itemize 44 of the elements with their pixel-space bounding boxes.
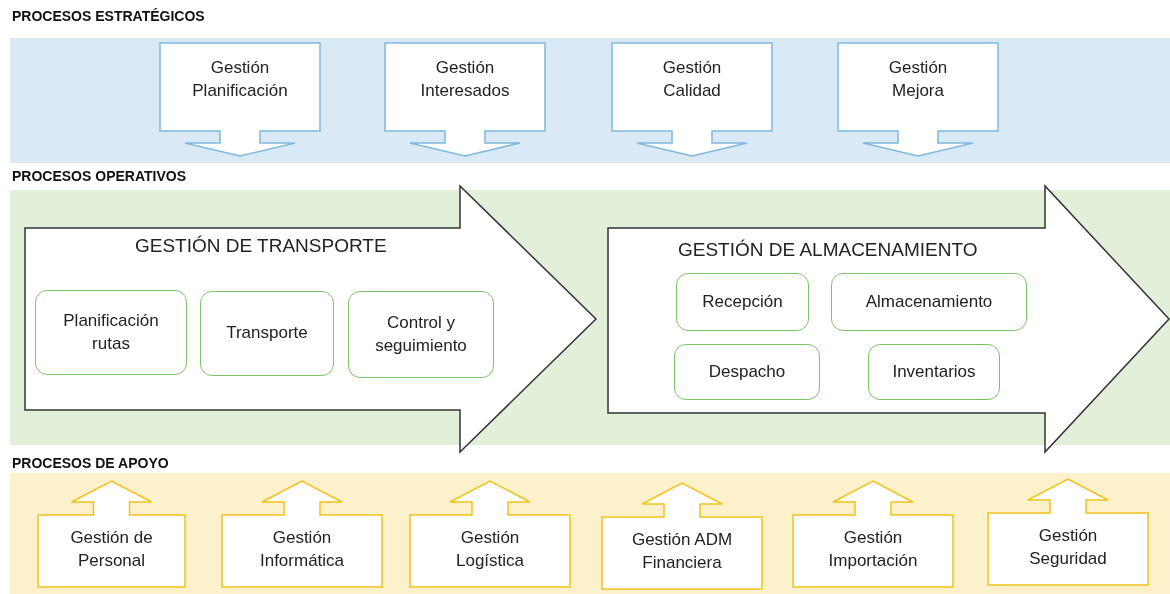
process-band — [10, 8, 1170, 163]
process-label: Inventarios — [891, 360, 977, 383]
callout-label: Gestión Interesados — [419, 57, 511, 102]
process-box — [676, 273, 809, 331]
up-arrow-callout — [410, 480, 570, 587]
band-heading: PROCESOS DE APOYO — [12, 455, 169, 471]
up-arrow-callout — [793, 480, 953, 587]
process-label: Planificación rutas — [62, 309, 160, 355]
process-box — [348, 291, 494, 378]
process-box — [674, 344, 820, 400]
up-arrow-callout — [602, 482, 762, 589]
down-arrow-callout — [160, 43, 320, 158]
up-arrow-callout — [38, 480, 185, 587]
callout-label: Gestión Logística — [454, 527, 525, 572]
callout-label: Gestión Importación — [827, 527, 919, 572]
callout-label: Gestión Mejora — [887, 57, 949, 102]
callout-label: Gestión de Personal — [69, 527, 154, 572]
process-band — [10, 168, 1170, 453]
up-arrow-callout — [988, 478, 1148, 585]
arrow-title: GESTIÓN DE ALMACENAMIENTO — [678, 238, 978, 262]
arrow-title: GESTIÓN DE TRANSPORTE — [135, 234, 387, 258]
process-box — [35, 290, 187, 375]
process-label: Recepción — [701, 290, 784, 313]
band-heading: PROCESOS OPERATIVOS — [12, 168, 186, 184]
process-arrow — [608, 185, 1170, 453]
process-box — [831, 273, 1027, 331]
down-arrow-callout — [612, 43, 772, 158]
process-box — [200, 291, 334, 376]
down-arrow-callout — [385, 43, 545, 158]
callout-label: Gestión Seguridad — [1028, 525, 1108, 570]
process-label: Control y seguimiento — [374, 311, 468, 357]
band-heading: PROCESOS ESTRATÉGICOS — [12, 8, 205, 24]
process-label: Almacenamiento — [864, 290, 994, 313]
callout-label: Gestión Calidad — [661, 57, 723, 102]
process-band — [10, 455, 1170, 594]
callout-label: Gestión ADM Financiera — [630, 529, 734, 574]
callout-label: Gestión Planificación — [191, 57, 289, 102]
process-label: Despacho — [707, 360, 787, 383]
process-box — [868, 344, 1000, 400]
down-arrow-callout — [838, 43, 998, 158]
up-arrow-callout — [222, 480, 382, 587]
process-arrow — [25, 185, 597, 453]
callout-label: Gestión Informática — [258, 527, 346, 572]
process-label: Transporte — [225, 322, 309, 345]
